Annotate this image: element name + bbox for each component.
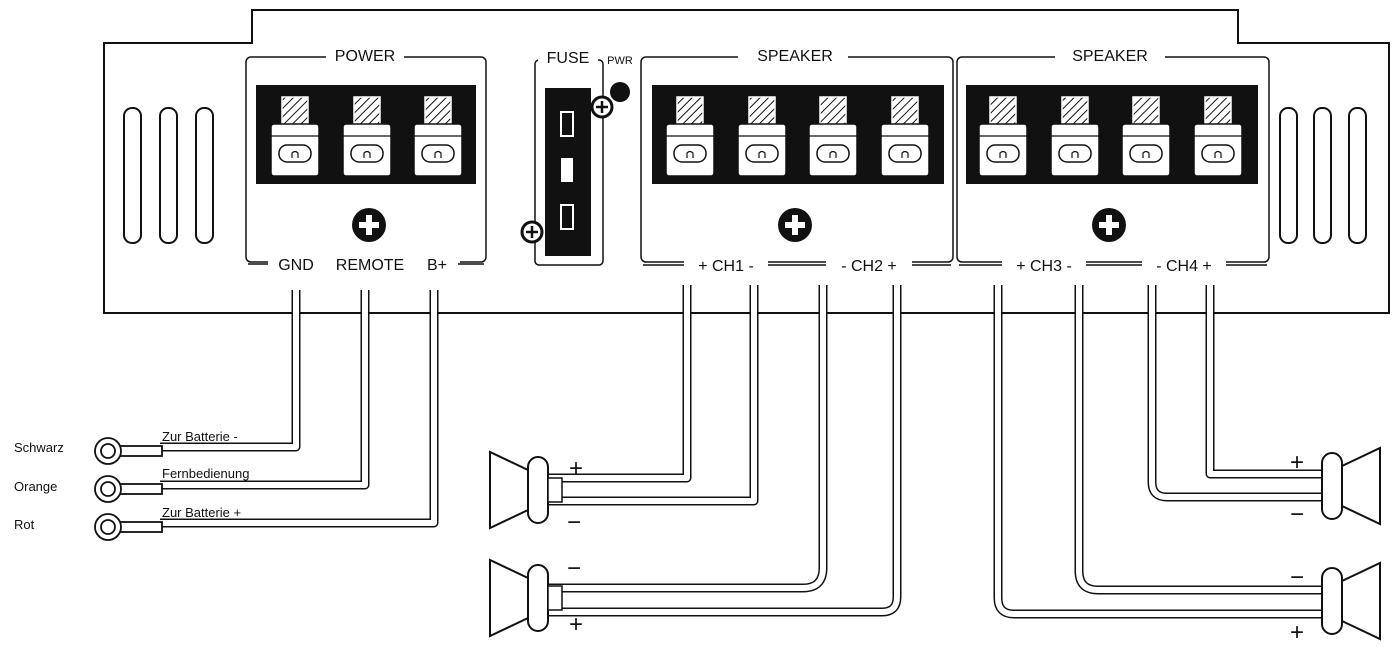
ring-terminal-schwarz xyxy=(94,437,163,465)
speaker4-plus-mark: + xyxy=(1290,619,1304,646)
speaker4-minus-mark: − xyxy=(1290,564,1304,591)
speaker-left-screw-icon xyxy=(778,208,812,242)
wire-label-remote: Fernbedienung xyxy=(162,466,249,481)
speaker-1-icon xyxy=(489,450,563,530)
speaker-right-terminal-2 xyxy=(1050,96,1100,177)
power-terminals xyxy=(270,96,463,177)
gnd-label: GND xyxy=(278,257,314,274)
pwr-led-icon xyxy=(610,82,630,102)
speaker-4-icon xyxy=(1321,561,1381,641)
ring-terminal-rot xyxy=(94,513,163,541)
wires xyxy=(160,285,1330,619)
speaker-2-icon xyxy=(489,558,563,638)
fuse-minus-screw-icon xyxy=(520,220,544,244)
wire-gnd xyxy=(160,290,301,452)
wire-color-orange: Orange xyxy=(14,479,57,494)
speaker-right-screw-icon xyxy=(1092,208,1126,242)
ch1-label: + CH1 - xyxy=(698,258,754,275)
wire-ch1-minus xyxy=(548,285,759,506)
speaker-left-terminal-2 xyxy=(737,96,787,177)
ring-terminal-orange xyxy=(94,475,163,503)
wire-label-battery-minus: Zur Batterie - xyxy=(162,429,238,444)
speaker-right-terminals xyxy=(978,96,1243,177)
ch4-label: - CH4 + xyxy=(1156,258,1212,275)
power-screw-icon xyxy=(352,208,386,242)
power-terminal-3 xyxy=(413,96,463,177)
speaker-3-icon xyxy=(1321,446,1381,526)
speaker-left-terminals xyxy=(665,96,930,177)
fuse-slot-middle xyxy=(561,158,573,182)
wire-ch1-plus xyxy=(548,285,692,483)
speaker-left-terminal-4 xyxy=(880,96,930,177)
wire-bplus xyxy=(160,290,439,528)
wire-ch4-plus xyxy=(1205,285,1330,479)
wire-color-rot: Rot xyxy=(14,517,35,532)
wire-remote xyxy=(160,290,370,490)
ch2-label: - CH2 + xyxy=(841,258,897,275)
fuse-slot-top xyxy=(560,111,574,137)
power-terminal-2 xyxy=(342,96,392,177)
speaker-right-terminal-1 xyxy=(978,96,1028,177)
amplifier-housing xyxy=(103,9,1390,314)
left-vents xyxy=(123,107,214,244)
wire-color-schwarz: Schwarz xyxy=(14,440,64,455)
power-terminal-1 xyxy=(270,96,320,177)
speaker2-plus-mark: + xyxy=(569,611,583,638)
power-section-label: POWER xyxy=(335,48,395,65)
fuse-label: FUSE xyxy=(547,50,590,67)
speakers xyxy=(489,446,1381,641)
right-vents xyxy=(1279,107,1367,244)
wire-ch2-plus xyxy=(548,285,902,617)
wire-ch2-minus xyxy=(548,285,828,593)
speaker3-plus-mark: + xyxy=(1290,449,1304,476)
speaker-right-terminal-4 xyxy=(1193,96,1243,177)
wire-ch3-plus xyxy=(993,285,1330,619)
speaker1-plus-mark: + xyxy=(569,455,583,482)
speaker1-minus-mark: − xyxy=(567,509,581,536)
wire-ch3-minus xyxy=(1074,285,1330,595)
remote-label: REMOTE xyxy=(336,257,404,274)
speaker-right-terminal-3 xyxy=(1121,96,1171,177)
wire-label-battery-plus: Zur Batterie + xyxy=(162,505,241,520)
fuse-slot-bottom xyxy=(560,204,574,230)
pwr-label: PWR xyxy=(607,55,633,67)
speaker-left-terminal-1 xyxy=(665,96,715,177)
speaker-right-label: SPEAKER xyxy=(1072,48,1148,65)
fuse-plus-screw-icon xyxy=(590,95,614,119)
wire-ch4-minus xyxy=(1147,285,1330,502)
speaker3-minus-mark: − xyxy=(1290,501,1304,528)
speaker-left-label: SPEAKER xyxy=(757,48,833,65)
speaker2-minus-mark: − xyxy=(567,555,581,582)
ch3-label: + CH3 - xyxy=(1016,258,1072,275)
bplus-label: B+ xyxy=(427,257,447,274)
speaker-left-terminal-3 xyxy=(808,96,858,177)
